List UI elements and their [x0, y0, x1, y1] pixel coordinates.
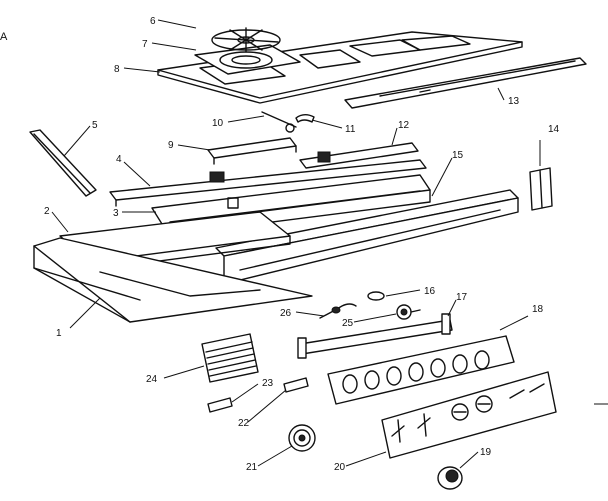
- callout-20: 20: [334, 462, 346, 473]
- callout-11: 11: [345, 124, 356, 135]
- callout-4: 4: [116, 154, 122, 165]
- part-bottom-pan: [33, 237, 313, 323]
- callout-2: 2: [44, 206, 50, 217]
- part-burner-bracket-right: [299, 142, 419, 169]
- callout-7: 7: [142, 39, 148, 50]
- part-control-panel: [327, 335, 515, 405]
- callout-18: 18: [532, 304, 544, 315]
- part-side-bracket: [29, 129, 97, 197]
- part-knob: [288, 424, 316, 452]
- callout-26: 26: [280, 308, 292, 319]
- callout-17: 17: [456, 292, 468, 303]
- callout-15: 15: [452, 150, 464, 161]
- edge-marker: A: [0, 31, 8, 43]
- part-front-trim-strip: [344, 57, 587, 109]
- callout-5: 5: [92, 120, 98, 131]
- callout-3: 3: [113, 208, 119, 219]
- callout-6: 6: [150, 16, 156, 27]
- callout-16: 16: [424, 286, 436, 297]
- callout-25: 25: [342, 318, 354, 329]
- part-manifold-bracket: [297, 313, 453, 359]
- part-rear-frame-rail: [109, 159, 427, 207]
- part-side-cap: [529, 167, 553, 211]
- callout-13: 13: [508, 96, 520, 107]
- callout-24: 24: [146, 374, 158, 385]
- part-burner-grate: [211, 27, 281, 53]
- callout-8: 8: [114, 64, 120, 75]
- part-burner-bracket: [207, 137, 297, 165]
- part-vent-grille: [201, 333, 259, 383]
- part-front-rail: [215, 189, 519, 285]
- callout-21: 21: [246, 462, 258, 473]
- callout-9: 9: [168, 140, 174, 151]
- part-clip: [295, 114, 315, 123]
- callout-12: 12: [398, 120, 410, 131]
- part-igniter: [367, 291, 385, 301]
- part-cooktop-main-top: [157, 31, 523, 104]
- callout-22: 22: [238, 418, 250, 429]
- callout-1: 1: [56, 328, 62, 339]
- callout-23: 23: [262, 378, 274, 389]
- callout-14: 14: [548, 124, 560, 135]
- leader-lines: [51, 19, 541, 469]
- callout-19: 19: [480, 447, 492, 458]
- callout-labels: 1 2 3 4 5 6 7 8 9 10 11 12 13 14 15 16 1…: [44, 16, 560, 473]
- part-valve-rod: [261, 111, 297, 133]
- part-valve: [396, 304, 421, 320]
- part-small-bracket-23: [207, 397, 233, 413]
- part-knob-cap: [437, 466, 463, 490]
- part-small-bracket-22: [283, 377, 309, 393]
- part-igniter-wire: [319, 303, 357, 319]
- part-control-faceplate: [381, 371, 557, 459]
- callout-10: 10: [212, 118, 224, 129]
